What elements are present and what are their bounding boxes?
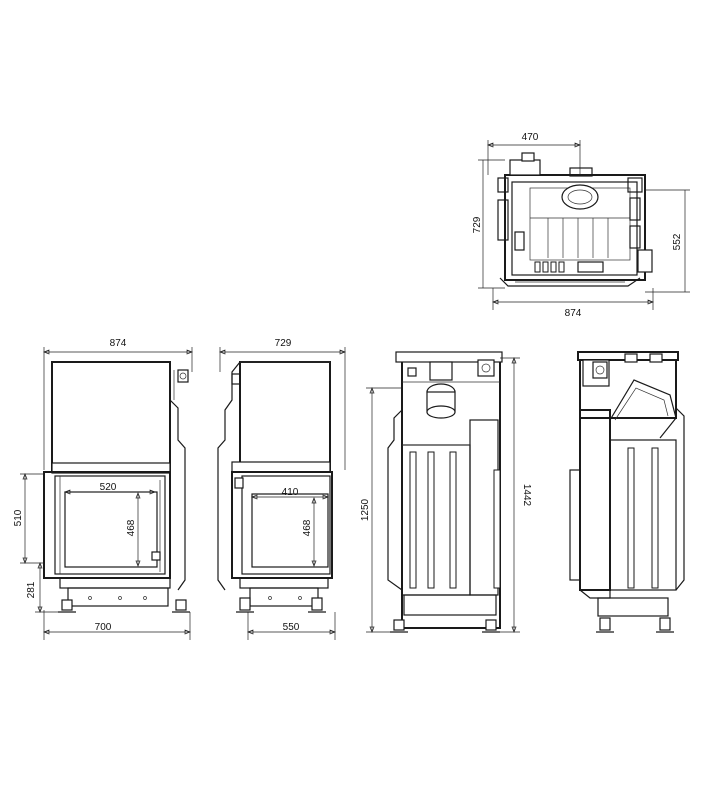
front2-dim-550: 550 (283, 622, 300, 633)
front1-dim-700: 700 (95, 622, 112, 633)
front1-dim-468: 468 (126, 519, 137, 536)
front2-dim-410: 410 (282, 487, 299, 498)
front-view-729: 729 410 468 550 (217, 338, 346, 640)
front1-dim-874: 874 (110, 338, 127, 349)
front2-dim-729: 729 (275, 338, 292, 349)
back-dim-1250: 1250 (360, 498, 371, 521)
top-dim-874: 874 (565, 308, 582, 319)
flue-collar-top (561, 184, 599, 210)
front-view-874: 874 520 468 510 281 700 (13, 338, 193, 640)
top-dim-552: 552 (672, 233, 683, 250)
top-dim-729: 729 (472, 216, 483, 233)
front1-dim-520: 520 (100, 482, 117, 493)
side-view (569, 351, 685, 633)
top-dim-470: 470 (522, 132, 539, 143)
back-dim-1442: 1442 (521, 484, 532, 507)
front2-dim-468: 468 (302, 519, 313, 536)
back-view: 1250 1442 (360, 351, 532, 633)
front1-dim-281: 281 (26, 581, 37, 598)
front1-dim-510: 510 (13, 509, 24, 526)
top-view: 470 729 552 874 (472, 132, 690, 319)
